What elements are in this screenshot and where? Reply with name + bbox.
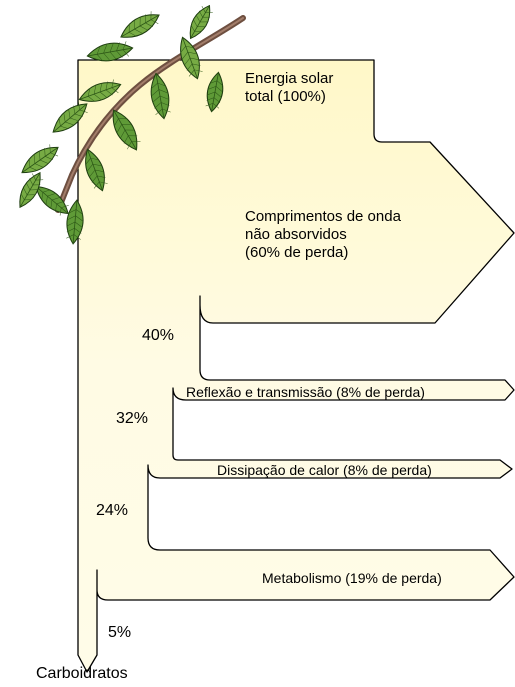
leaf-icon <box>180 36 203 80</box>
leaf-icon <box>35 185 69 216</box>
metabolism-loss-label: Metabolismo (19% de perda) <box>262 570 442 586</box>
carbohydrates-output-label: Carboidratos <box>36 665 128 682</box>
leaf-icon <box>19 171 44 209</box>
leaf-icon <box>52 101 88 133</box>
remaining-5-label: 5% <box>108 624 132 641</box>
leaf-branch-illustration <box>19 4 246 245</box>
total-energy-label-line1: Energia solar <box>245 70 334 87</box>
leaf-icon <box>120 11 160 38</box>
leaf-icon <box>189 4 213 40</box>
leaf-icon <box>150 72 171 120</box>
leaf-icon <box>112 109 141 151</box>
total-energy-label-line2: total (100%) <box>245 88 326 105</box>
reflection-loss-label: Reflexão e transmissão (8% de perda) <box>186 384 425 400</box>
leaf-icon <box>66 199 84 245</box>
remaining-40-label: 40% <box>142 327 175 344</box>
leaf-icon <box>85 148 108 192</box>
remaining-24-label: 24% <box>96 502 129 519</box>
unabsorbed-label-line3: (60% de perda) <box>245 244 349 261</box>
leaf-icon <box>21 144 59 174</box>
leaf-icon <box>78 79 122 102</box>
unabsorbed-label-line2: não absorvidos <box>245 226 347 243</box>
total-energy-label: Energia solar total (100%) <box>245 70 333 106</box>
unabsorbed-label-line1: Comprimentos de onda <box>245 208 401 225</box>
remaining-32-label: 32% <box>116 410 149 427</box>
leaf-icon <box>86 41 134 62</box>
leaf-icon <box>205 71 224 113</box>
heat-loss-label: Dissipação de calor (8% de perda) <box>217 462 432 478</box>
energy-flow-band <box>77 59 515 673</box>
unabsorbed-loss-label: Comprimentos de onda não absorvidos (60%… <box>245 208 401 262</box>
